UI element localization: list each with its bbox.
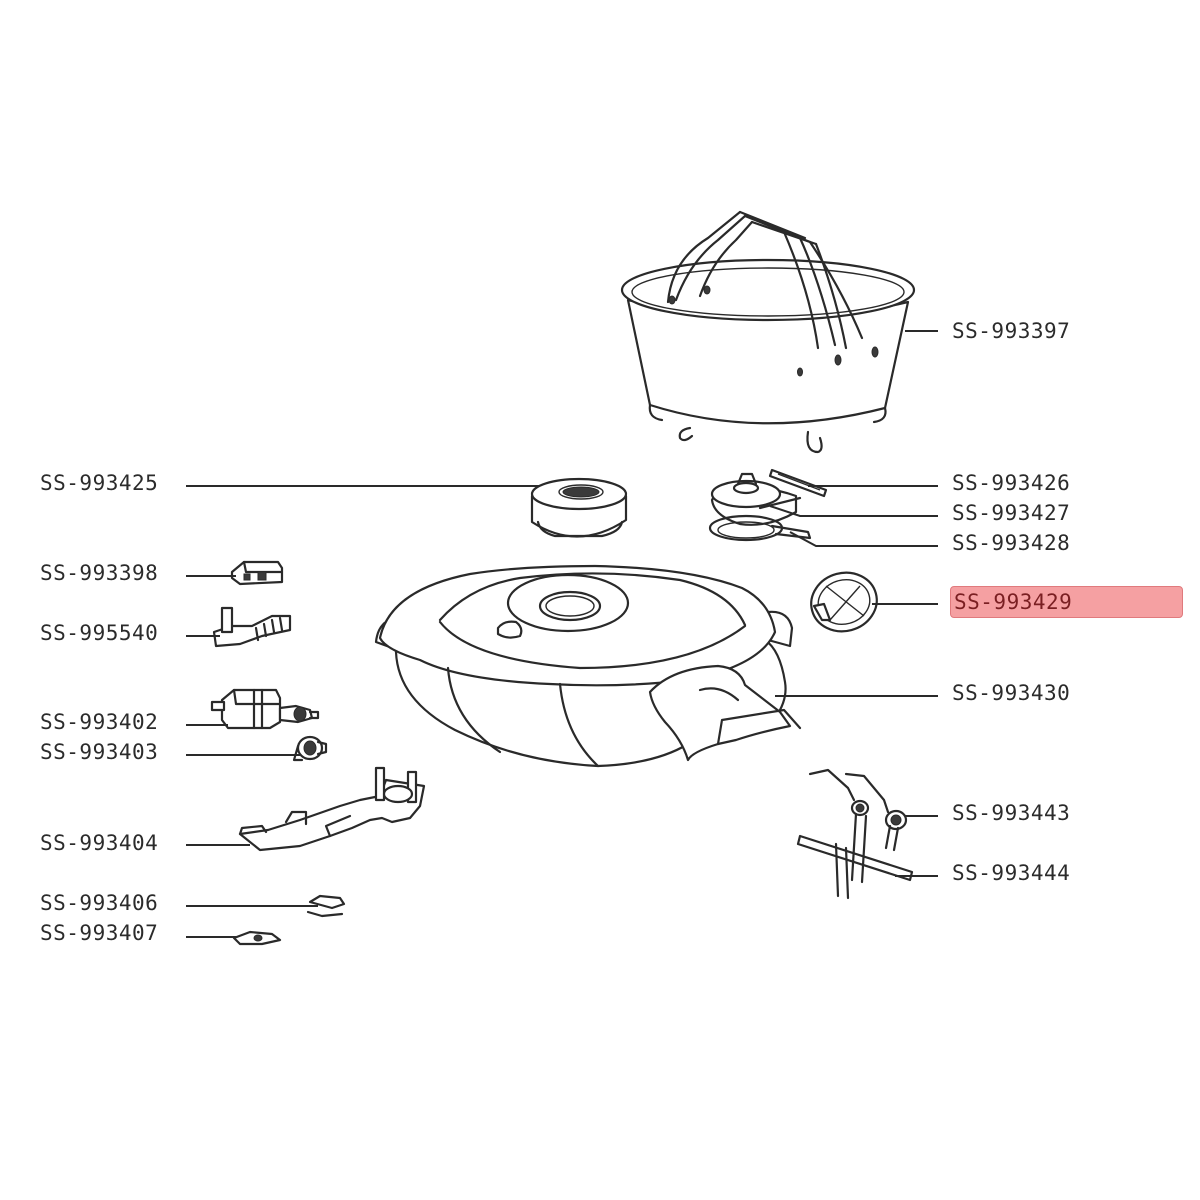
part-label-ss-993406[interactable]: SS-993406 (40, 891, 159, 915)
part-label-ss-993425[interactable]: SS-993425 (40, 471, 159, 495)
part-label-ss-993443[interactable]: SS-993443 (952, 801, 1071, 825)
part-label-ss-993403[interactable]: SS-993403 (40, 740, 159, 764)
steam-basket-drawing[interactable] (620, 210, 916, 454)
hinge-spring-drawing[interactable] (808, 768, 908, 884)
part-label-ss-993426[interactable]: SS-993426 (952, 471, 1071, 495)
washer-drawing[interactable] (232, 930, 282, 946)
pressure-valve-drawing[interactable] (710, 472, 802, 526)
part-label-ss-993429[interactable]: SS-993429 (950, 586, 1183, 618)
leader-ss-993427 (769, 505, 938, 517)
lever-bracket-drawing[interactable] (238, 766, 426, 852)
part-label-ss-993428[interactable]: SS-993428 (952, 531, 1071, 555)
valve-pin-drawing[interactable] (212, 606, 292, 648)
seal-strip-drawing[interactable] (768, 468, 828, 498)
leader-lines (186, 330, 938, 938)
part-label-ss-993397[interactable]: SS-993397 (952, 319, 1071, 343)
part-label-ss-993427[interactable]: SS-993427 (952, 501, 1071, 525)
part-label-ss-993444[interactable]: SS-993444 (952, 861, 1071, 885)
lid-housing-drawing[interactable] (374, 564, 802, 768)
button-switch-drawing[interactable] (230, 560, 284, 586)
part-label-ss-993404[interactable]: SS-993404 (40, 831, 159, 855)
part-label-ss-993402[interactable]: SS-993402 (40, 710, 159, 734)
leader-ss-993428 (789, 531, 938, 547)
clip-drawing[interactable] (306, 894, 346, 918)
part-label-ss-993430[interactable]: SS-993430 (952, 681, 1071, 705)
small-knob-drawing[interactable] (292, 735, 328, 762)
solenoid-valve-drawing[interactable] (210, 688, 320, 730)
part-label-ss-993398[interactable]: SS-993398 (40, 561, 159, 585)
part-label-ss-995540[interactable]: SS-995540 (40, 621, 159, 645)
valve-cap-drawing[interactable] (530, 477, 628, 538)
sealing-ring-drawing[interactable] (805, 565, 884, 638)
part-label-ss-993407[interactable]: SS-993407 (40, 921, 159, 945)
valve-ring-drawing[interactable] (708, 514, 812, 542)
hinge-pin-drawing[interactable] (796, 834, 914, 900)
